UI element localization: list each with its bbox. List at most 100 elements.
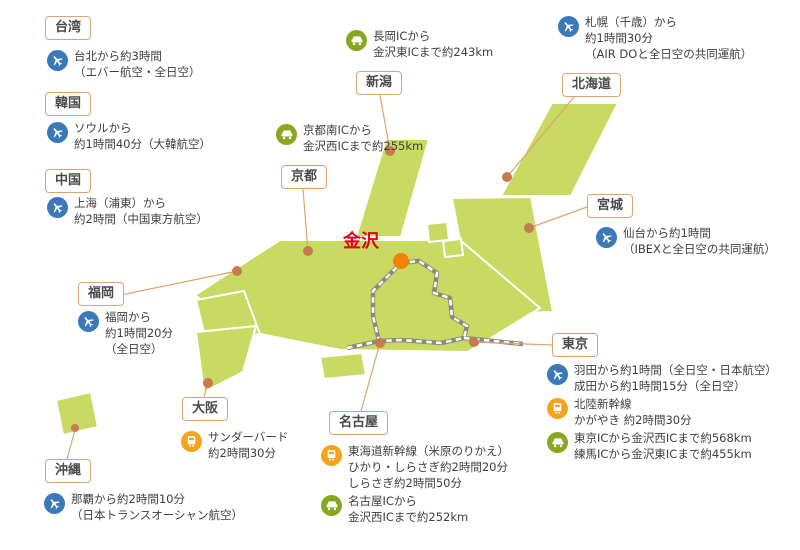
route-line: かがやき 約2時間30分 [574, 412, 692, 427]
city-dot-kyoto [303, 246, 313, 256]
connector-okinawa [66, 429, 76, 460]
city-box-korea: 韓国 [45, 92, 92, 117]
route-osaka-rail: サンダーバード 約2時間30分 [181, 430, 288, 462]
route-line: 福岡から [105, 310, 151, 324]
city-dots [71, 146, 534, 432]
route-nagoya-rail: 東海道新幹線（米原のりかえ） ひかり・しらさぎ約2時間20分 しらさぎ約2時間5… [321, 444, 509, 492]
route-line: 那覇から約2時間10分 [71, 492, 185, 506]
route-line: 東京ICから金沢西ICまで約568km [574, 431, 752, 445]
route-line: （日本トランスオーシャン航空） [71, 507, 244, 522]
connector-nagoya [360, 342, 381, 412]
city-dot-fukuoka [232, 266, 242, 276]
route-taipei-air: 台北から約3時間 （エバー航空・全日空） [47, 49, 201, 81]
route-line: 約1時間30分 [585, 30, 653, 45]
route-naha-air: 那覇から約2時間10分 （日本トランスオーシャン航空） [44, 492, 243, 524]
route-text: 京都南ICから 金沢西ICまで約255km [303, 123, 423, 155]
route-text: 台北から約3時間 （エバー航空・全日空） [74, 49, 201, 81]
car-icon [321, 495, 342, 516]
route-sendai-air: 仙台から約1時間 （IBEXと全日空の共同運航） [596, 226, 776, 258]
route-line: 長岡ICから [373, 29, 431, 43]
route-line: サンダーバード [208, 430, 289, 444]
route-text: 北陸新幹線 かがやき 約2時間30分 [574, 397, 692, 429]
city-box-niigata: 新潟 [356, 71, 403, 96]
route-tokyo-air: 羽田から約1時間（全日空・日本航空） 成田から約1時間15分（全日空） [547, 363, 777, 395]
city-box-nagoya: 名古屋 [329, 411, 389, 436]
city-dot-tokyo [469, 337, 479, 347]
plane-icon [44, 493, 65, 514]
route-line: 成田から約1時間15分（全日空） [574, 378, 746, 393]
route-line: 上海（浦東）から [74, 196, 166, 210]
landmass-hokkaido [499, 102, 620, 197]
route-line: 羽田から約1時間（全日空・日本航空） [574, 363, 777, 377]
city-box-kyoto: 京都 [281, 165, 328, 190]
route-line: 約1時間20分 [105, 325, 173, 340]
city-box-fukuoka: 福岡 [78, 282, 125, 307]
train-icon [181, 431, 202, 452]
landmass-niigata [354, 138, 431, 238]
route-line: 北陸新幹線 [574, 397, 632, 411]
city-box-miyagi: 宮城 [587, 194, 634, 219]
route-line: （IBEXと全日空の共同運航） [623, 241, 776, 256]
route-line: 約2時間（中国東方航空） [74, 211, 208, 226]
route-line: （AIR DOと全日空の共同運航） [585, 46, 753, 61]
route-line: 札幌（千歳）から [585, 15, 677, 29]
route-kyoto-car: 京都南ICから 金沢西ICまで約255km [276, 123, 423, 155]
route-text: 札幌（千歳）から 約1時間30分 （AIR DOと全日空の共同運航） [585, 15, 752, 63]
route-line: 東海道新幹線（米原のりかえ） [348, 444, 509, 458]
landmass-notch-a [425, 220, 451, 244]
connector-miyagi [528, 206, 588, 229]
plane-icon [47, 50, 68, 71]
train-icon [321, 445, 342, 466]
route-line: （全日空） [105, 341, 163, 356]
route-line: 約1時間40分（大韓航空） [74, 136, 211, 151]
city-dot-hokkaido [502, 172, 512, 182]
route-text: 名古屋ICから 金沢西ICまで約252km [348, 494, 468, 526]
plane-icon [596, 227, 617, 248]
city-box-china: 中国 [45, 169, 92, 194]
connector-niigata [379, 94, 391, 152]
route-line: 金沢東ICまで約243km [373, 44, 494, 59]
route-line: しらさぎ約2時間50分 [348, 475, 462, 490]
landmass-shikoku [318, 351, 368, 381]
route-tokyo-car: 東京ICから金沢西ICまで約568km 練馬ICから金沢東ICまで約455km [547, 431, 752, 463]
connector-kyoto [302, 188, 309, 252]
route-text: 那覇から約2時間10分 （日本トランスオーシャン航空） [71, 492, 243, 524]
route-tokyo-rail: 北陸新幹線 かがやき 約2時間30分 [547, 397, 692, 429]
route-text: 東海道新幹線（米原のりかえ） ひかり・しらさぎ約2時間20分 しらさぎ約2時間5… [348, 444, 509, 492]
route-text: 上海（浦東）から 約2時間（中国東方航空） [74, 196, 208, 228]
car-icon [547, 432, 568, 453]
car-icon [276, 124, 297, 145]
city-dot-nagoya [375, 338, 385, 348]
landmass-southwest [194, 324, 258, 394]
route-line: ひかり・しらさぎ約2時間20分 [348, 459, 508, 474]
route-line: 金沢西ICまで約255km [303, 138, 424, 153]
route-text: サンダーバード 約2時間30分 [208, 430, 288, 462]
railway-dashes [346, 259, 524, 350]
route-line: 仙台から約1時間 [623, 226, 711, 240]
city-dot-miyagi [524, 223, 534, 233]
route-line: （エバー航空・全日空） [74, 64, 201, 79]
plane-icon [47, 197, 68, 218]
route-fukuoka-air: 福岡から 約1時間20分 （全日空） [78, 310, 173, 358]
landmasses [54, 102, 620, 437]
route-line: 台北から約3時間 [74, 49, 162, 63]
route-seoul-air: ソウルから 約1時間40分（大韓航空） [47, 121, 211, 153]
city-box-tokyo: 東京 [552, 333, 599, 358]
route-line: ソウルから [74, 121, 132, 135]
plane-icon [78, 311, 99, 332]
city-box-hokkaido: 北海道 [562, 73, 622, 98]
route-text: 羽田から約1時間（全日空・日本航空） 成田から約1時間15分（全日空） [574, 363, 777, 395]
route-line: 京都南ICから [303, 123, 372, 137]
route-line: 名古屋ICから [348, 494, 417, 508]
kanazawa-label: 金沢 [343, 231, 379, 252]
landmass-notch-b [441, 237, 465, 259]
city-dot-okinawa [71, 424, 79, 432]
route-line: 練馬ICから金沢東ICまで約455km [574, 446, 752, 461]
route-text: 長岡ICから 金沢東ICまで約243km [373, 29, 493, 61]
connector-hokkaido [506, 96, 575, 178]
city-box-osaka: 大阪 [182, 397, 229, 422]
car-icon [346, 30, 367, 51]
route-text: 仙台から約1時間 （IBEXと全日空の共同運航） [623, 226, 776, 258]
